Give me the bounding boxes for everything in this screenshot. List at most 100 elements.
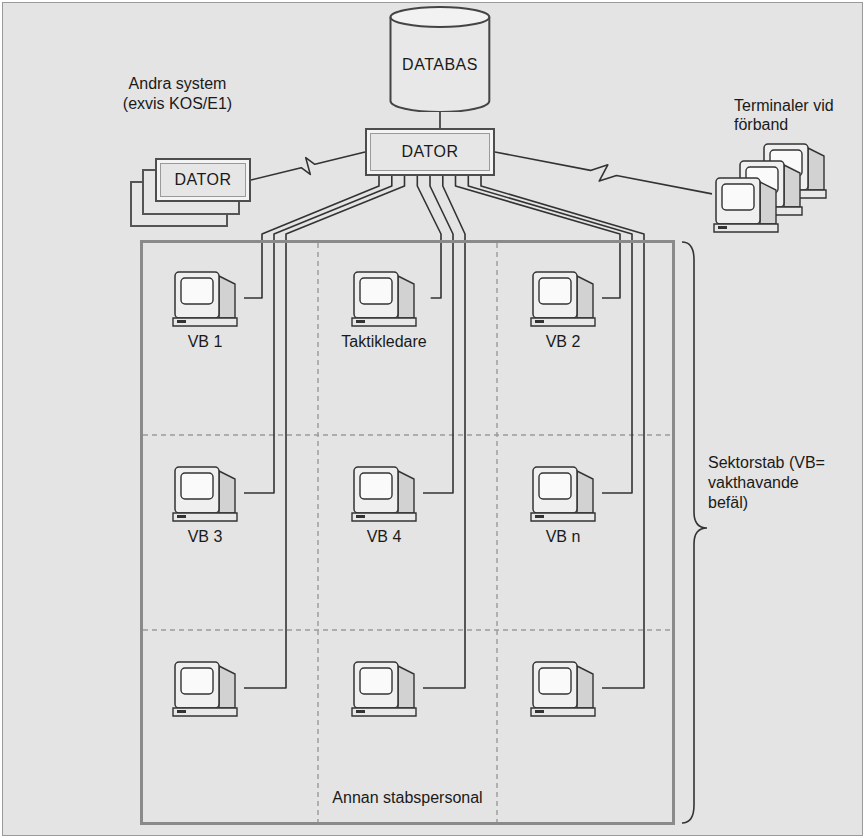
connector-line	[244, 176, 405, 688]
terminal-front	[354, 272, 398, 318]
terminal-label: VB n	[546, 528, 581, 546]
terminal-housing	[398, 471, 414, 513]
terminal-screen	[539, 278, 571, 304]
terminal	[173, 467, 237, 521]
terminal-icon	[170, 463, 240, 523]
connector-line	[423, 176, 453, 493]
terminal-icon	[349, 463, 419, 523]
terminal-slot	[356, 710, 365, 713]
terminal-housing	[577, 276, 593, 318]
connector-line	[439, 112, 441, 128]
connector-line	[417, 176, 441, 298]
terminal-screen	[539, 668, 571, 694]
terminal-group: Terminaler vid förband	[712, 96, 858, 240]
grid-line	[496, 243, 497, 822]
terminal-label: VB 3	[188, 528, 223, 546]
terminal-label: VB 4	[367, 528, 402, 546]
terminal	[714, 178, 778, 232]
terminal-node: VB n	[524, 463, 602, 546]
terminal-screen	[360, 473, 392, 499]
connector-line	[495, 152, 712, 194]
terminal-housing	[219, 666, 235, 708]
terminal-label: VB 2	[546, 333, 581, 351]
terminal-slot	[718, 226, 727, 229]
terminal-icon	[170, 268, 240, 328]
terminal-node	[166, 658, 244, 718]
grid-lines	[143, 243, 672, 822]
node-label: DATABAS	[402, 56, 478, 74]
terminal-housing	[808, 148, 824, 190]
terminal	[531, 272, 595, 326]
terminal-front	[533, 662, 577, 708]
terminal-housing	[398, 666, 414, 708]
terminal-slot	[177, 515, 186, 518]
computer-box: Andra system (exvis KOS/E1)DATOR	[155, 158, 251, 202]
staff-region: Annan stabspersonalSektorstab (VB= vakth…	[140, 240, 675, 825]
connector-line	[423, 176, 465, 688]
terminal-screen	[181, 473, 213, 499]
terminal-housing	[577, 666, 593, 708]
computer-box: DATOR	[365, 128, 495, 176]
terminal-node	[524, 658, 602, 718]
terminal-front	[533, 272, 577, 318]
terminal-keyboard	[531, 318, 595, 326]
terminal-housing	[219, 276, 235, 318]
cylinder-body	[391, 17, 490, 112]
terminal-front	[175, 272, 219, 318]
terminal-keyboard	[352, 513, 416, 521]
terminal-node: VB 4	[345, 463, 423, 546]
terminal-slot	[535, 320, 544, 323]
terminal-front	[354, 467, 398, 513]
terminal	[352, 662, 416, 716]
terminal-front	[716, 178, 760, 224]
terminal-slot	[177, 320, 186, 323]
curly-brace	[682, 242, 707, 823]
terminal-keyboard	[531, 513, 595, 521]
terminal-keyboard	[531, 708, 595, 716]
cylinder-top	[391, 7, 490, 27]
terminal-icon	[349, 658, 419, 718]
terminal	[531, 467, 595, 521]
terminal-icon	[528, 268, 598, 328]
terminal-screen	[360, 668, 392, 694]
terminal-slot	[356, 320, 365, 323]
terminal-keyboard	[173, 513, 237, 521]
terminal	[531, 662, 595, 716]
terminal-node: Taktikledare	[337, 268, 430, 351]
terminal-screen	[181, 278, 213, 304]
terminal-housing	[760, 182, 776, 224]
terminal-keyboard	[352, 708, 416, 716]
terminal-slot	[535, 515, 544, 518]
terminal-label: VB 1	[188, 333, 223, 351]
terminal-screen	[181, 668, 213, 694]
region-heading: Sektorstab (VB= vakthavande befäl)	[708, 453, 840, 513]
terminal-icon	[528, 658, 598, 718]
terminal-slot	[535, 710, 544, 713]
terminal-housing	[398, 276, 414, 318]
terminal-icon	[528, 463, 598, 523]
group-label: Terminaler vid förband	[712, 96, 858, 134]
terminal-label: Taktikledare	[341, 333, 426, 351]
terminal-housing	[784, 165, 800, 207]
terminal-node: VB 1	[166, 268, 244, 351]
node-label: DATOR	[401, 143, 458, 161]
terminal-screen	[360, 278, 392, 304]
terminal-front	[175, 467, 219, 513]
terminal-slot	[177, 710, 186, 713]
terminal-node	[345, 658, 423, 718]
terminal-node: VB 3	[166, 463, 244, 546]
terminal-keyboard	[352, 318, 416, 326]
row-label: Annan stabspersonal	[143, 789, 672, 807]
terminal-front	[354, 662, 398, 708]
terminal-screen	[722, 184, 754, 210]
terminal	[352, 467, 416, 521]
terminal-slot	[356, 515, 365, 518]
terminal-keyboard	[173, 708, 237, 716]
terminal-housing	[577, 471, 593, 513]
terminal-front	[175, 662, 219, 708]
terminal-keyboard	[714, 224, 778, 232]
terminal-node: VB 2	[524, 268, 602, 351]
terminal-keyboard	[173, 318, 237, 326]
terminal	[173, 662, 237, 716]
grid-line	[143, 629, 672, 630]
